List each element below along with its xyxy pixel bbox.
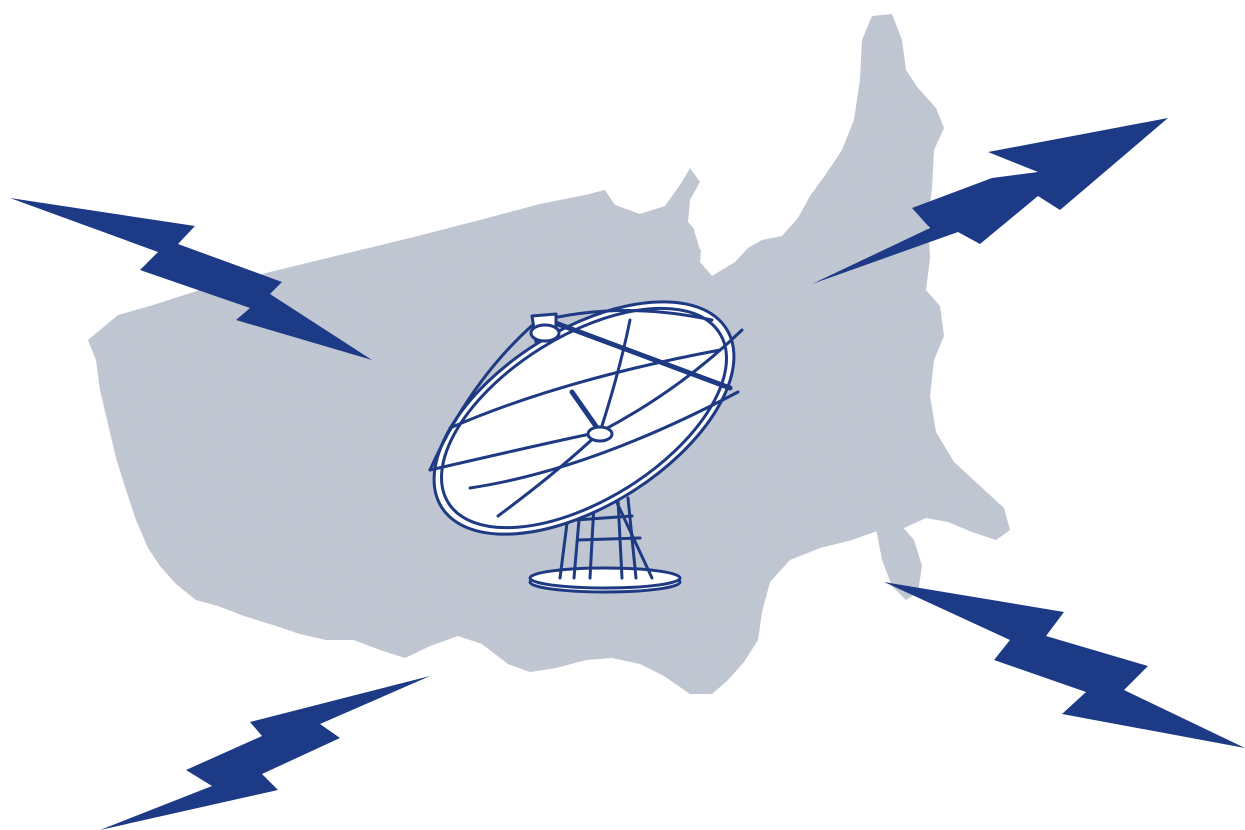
satellite-dish-icon xyxy=(428,300,744,594)
lightning-bolt-icon xyxy=(884,582,1245,748)
lightning-bolt-icon xyxy=(100,676,430,830)
lightning-bolt-icon xyxy=(812,118,1168,284)
lightning-bolt-icon xyxy=(10,198,372,360)
